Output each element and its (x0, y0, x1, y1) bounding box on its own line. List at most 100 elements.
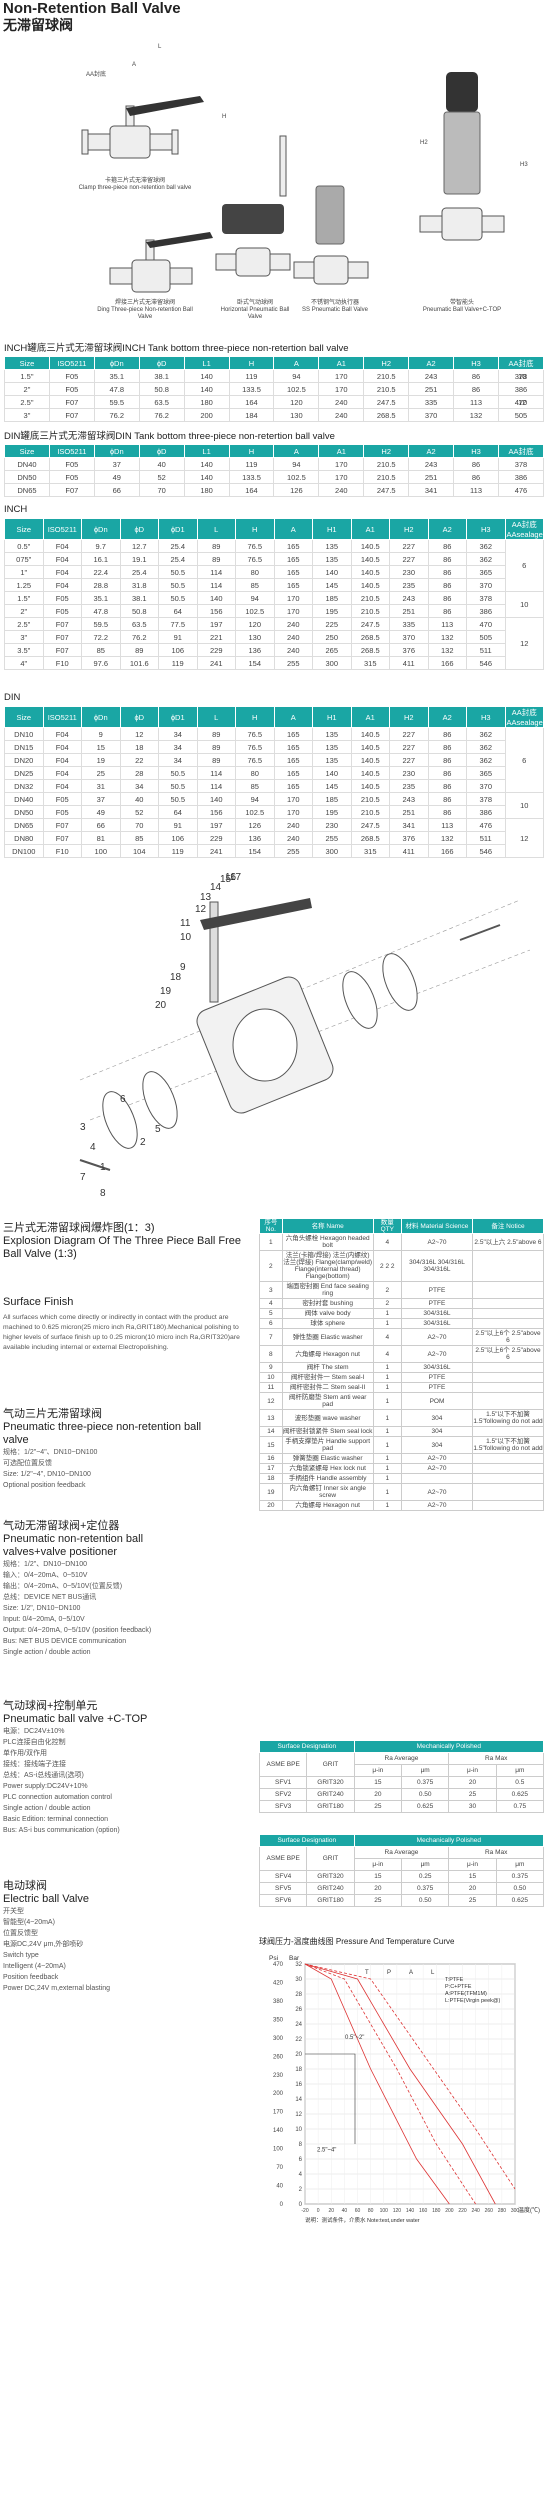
y-bar-tick: 32 (295, 1962, 302, 1968)
part-number-label: 15 (220, 874, 232, 885)
y-bar-tick: 20 (295, 2052, 302, 2058)
part-number-label: 13 (200, 892, 212, 903)
part-number-label: 2 (140, 1137, 146, 1148)
inch-tank-title: INCH罐底三片式无滞留球阀INCH Tank bottom three-pie… (4, 343, 349, 354)
part-number-label: 14 (210, 882, 222, 893)
pneumatic-ctop: 气动球阀+控制单元 Pneumatic ball valve +C-TOP 电源… (3, 1700, 148, 1834)
y-bar-tick: 28 (295, 1992, 302, 1998)
y-psi-tick: 170 (273, 2110, 284, 2116)
x-tick: 120 (393, 2208, 402, 2214)
y-psi-tick: 350 (273, 2017, 284, 2023)
svg-text:L: L (158, 44, 162, 50)
y-bar-tick: 0 (299, 2202, 303, 2208)
clamp-valve-image: AA封底 (81, 70, 204, 159)
svg-text:H3: H3 (520, 162, 528, 168)
y-bar-tick: 16 (295, 2082, 302, 2088)
din-tank-title: DIN罐底三片式无滞留球阀DIN Tank bottom three-piece… (4, 431, 335, 442)
y-bar-tick: 22 (295, 2037, 302, 2043)
annot-size-1: 0.5"~2" (345, 2035, 364, 2041)
curve-label: L (431, 1970, 435, 1976)
y-bar-tick: 8 (299, 2142, 303, 2148)
curve-label: T (365, 1970, 369, 1976)
part-number-label: 12 (195, 904, 207, 915)
y-label-left: Psi (269, 1955, 278, 1962)
x-tick: 0 (317, 2208, 320, 2214)
series-line-P (304, 1963, 476, 2205)
chart-title: 球阀压力-温度曲线图 Pressure And Temperature Curv… (259, 1937, 455, 1946)
part-number-label: 9 (180, 962, 186, 973)
page-title: Non-Retention Ball Valve 无滞留球阀 (3, 0, 181, 33)
x-tick: -20 (301, 2208, 308, 2214)
ctop-valve-image (279, 72, 505, 241)
x-tick: 220 (458, 2208, 467, 2214)
svg-text:AA封底: AA封底 (86, 70, 106, 78)
y-bar-tick: 10 (295, 2127, 302, 2133)
y-psi-tick: 470 (273, 1962, 284, 1968)
electric-valve: 电动球阀 Electric ball Valve 开关型智能型(4~20mA)位… (3, 1880, 110, 1992)
part-number-label: 18 (170, 972, 182, 983)
y-bar-tick: 18 (295, 2067, 302, 2073)
y-psi-tick: 40 (276, 2184, 283, 2190)
pneumatic-three-piece: 气动三片无滞留球阀 Pneumatic three-piece non-rete… (3, 1408, 202, 1489)
weld-valve-image (109, 232, 213, 293)
svg-text:H: H (222, 114, 226, 120)
x-tick: 40 (342, 2208, 348, 2214)
part-number-label: 1 (100, 1162, 106, 1173)
part-number-label: 10 (180, 932, 192, 943)
y-bar-tick: 26 (295, 2007, 302, 2013)
x-tick: 280 (498, 2208, 507, 2214)
legend-entry: P:C+PTFE (445, 1984, 472, 1990)
size-line (305, 2053, 356, 2144)
y-bar-tick: 12 (295, 2112, 302, 2118)
part-number-label: 16 (225, 872, 237, 883)
part-number-label: 19 (160, 986, 172, 997)
x-tick: 100 (380, 2208, 389, 2214)
part-number-label: 4 (90, 1142, 96, 1153)
x-tick: 260 (485, 2208, 494, 2214)
surface-finish: Surface Finish All surfaces which come d… (3, 1296, 240, 1351)
y-bar-tick: 2 (299, 2187, 303, 2193)
y-bar-tick: 4 (299, 2172, 303, 2178)
y-psi-tick: 380 (273, 1999, 284, 2005)
part-number-label: 6 (120, 1094, 126, 1105)
y-psi-tick: 100 (273, 2147, 284, 2153)
y-bar-tick: 30 (295, 1977, 302, 1983)
